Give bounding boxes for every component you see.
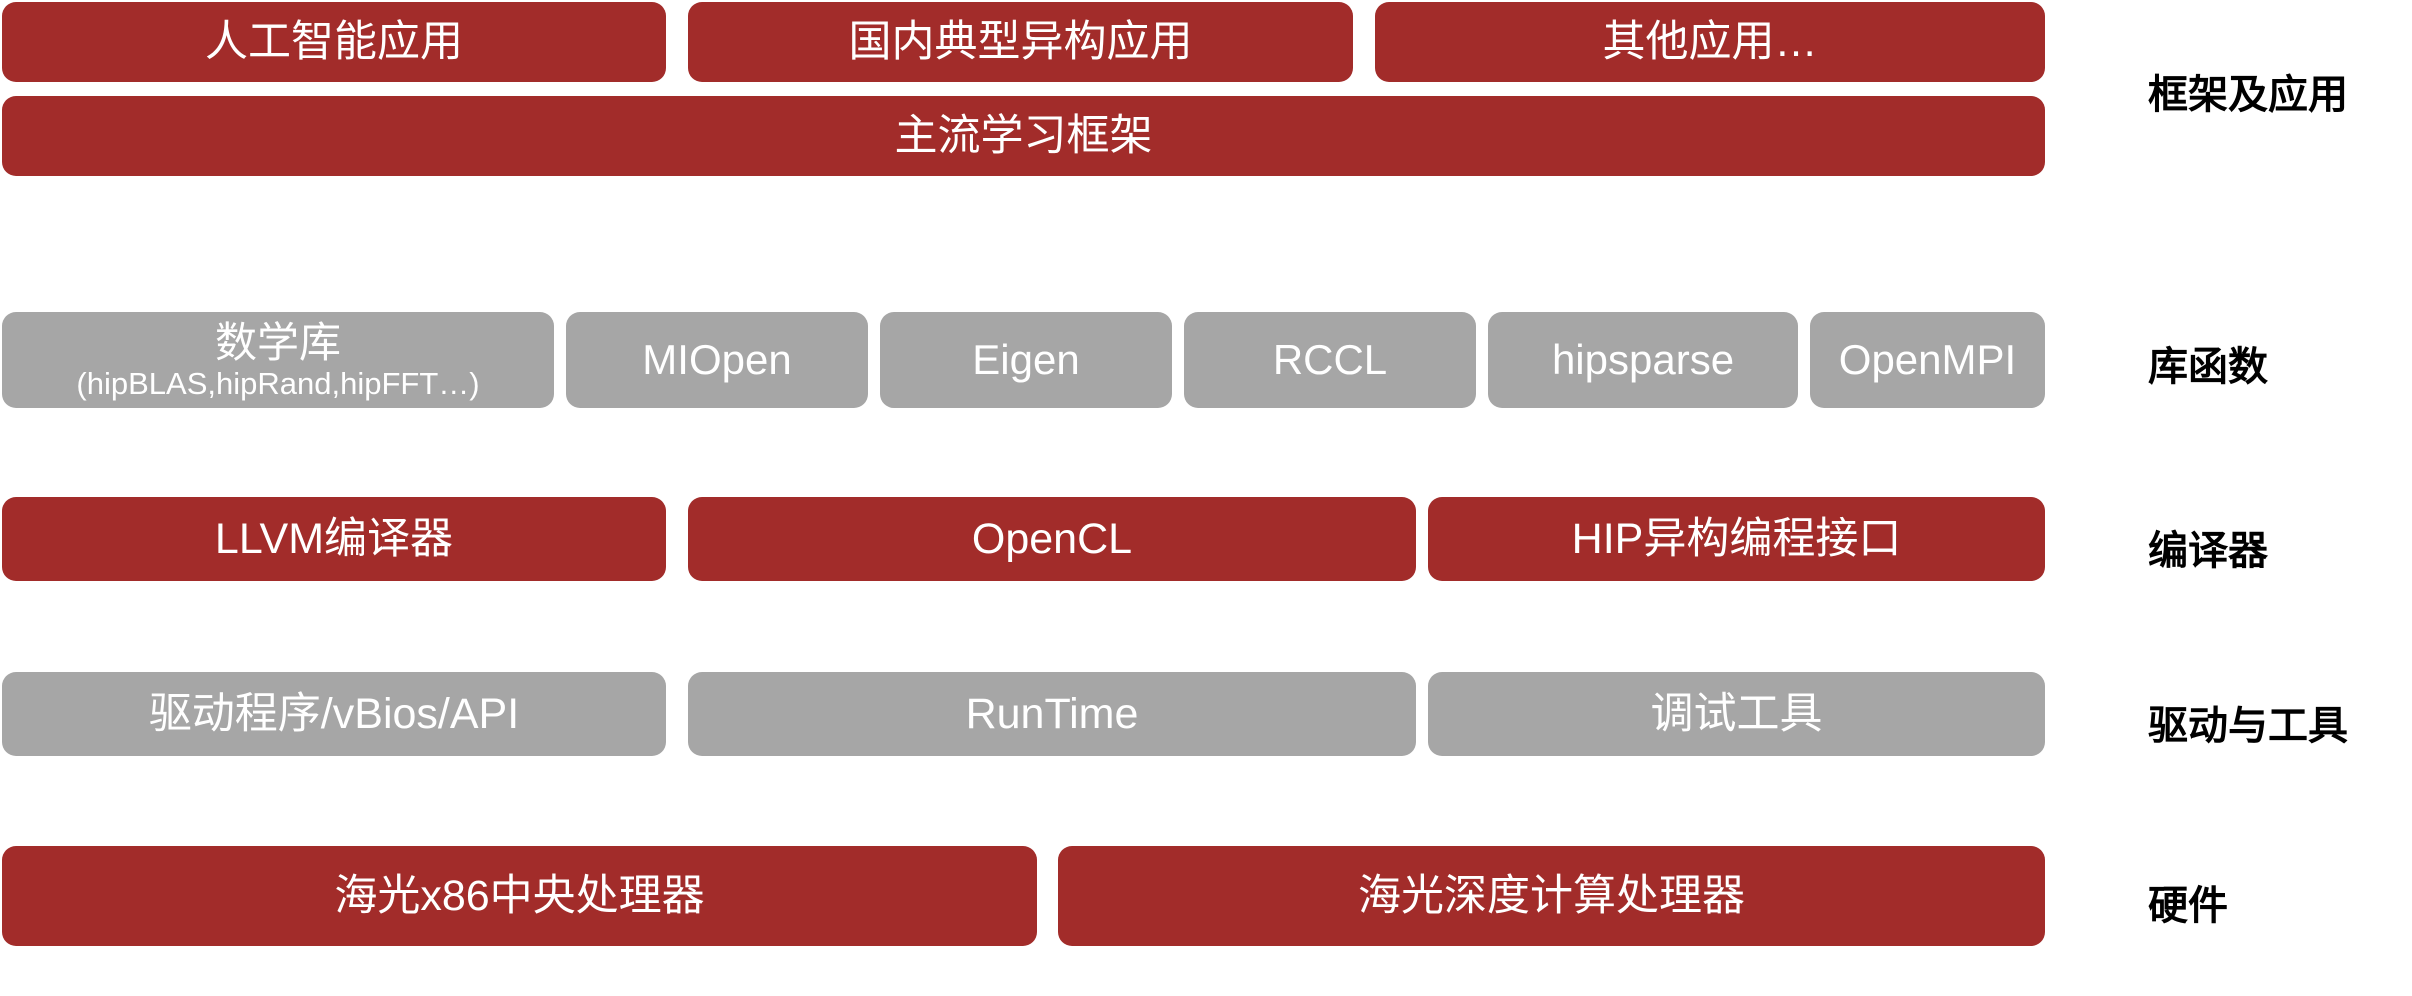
box-label: 海光深度计算处理器 — [1358, 871, 1745, 920]
box-other-applications[interactable]: 其他应用… — [1375, 2, 2045, 82]
box-rccl[interactable]: RCCL — [1184, 312, 1476, 408]
box-llvm-compiler[interactable]: LLVM编译器 — [2, 497, 666, 581]
box-label: RunTime — [965, 689, 1139, 738]
box-label: HIP异构编程接口 — [1571, 514, 1902, 563]
box-label: 数学库 — [214, 318, 341, 366]
box-label: 海光x86中央处理器 — [334, 871, 705, 920]
box-debug-tools[interactable]: 调试工具 — [1428, 672, 2045, 756]
box-label: OpenMPI — [1838, 336, 2017, 384]
box-hipsparse[interactable]: hipsparse — [1488, 312, 1798, 408]
box-opencl[interactable]: OpenCL — [688, 497, 1416, 581]
box-math-library[interactable]: 数学库 (hipBLAS,hipRand,hipFFT…) — [2, 312, 554, 408]
box-eigen[interactable]: Eigen — [880, 312, 1172, 408]
box-label: hipsparse — [1551, 336, 1735, 384]
side-label-framework-and-applications: 框架及应用 — [2148, 73, 2348, 117]
box-openmpi[interactable]: OpenMPI — [1810, 312, 2045, 408]
box-hygon-x86-cpu[interactable]: 海光x86中央处理器 — [2, 846, 1037, 946]
box-label: RCCL — [1272, 336, 1388, 384]
box-hygon-dcu[interactable]: 海光深度计算处理器 — [1058, 846, 2045, 946]
box-hip-programming-interface[interactable]: HIP异构编程接口 — [1428, 497, 2045, 581]
box-domestic-heterogeneous-application[interactable]: 国内典型异构应用 — [688, 2, 1353, 82]
box-driver-vbios-api[interactable]: 驱动程序/vBios/API — [2, 672, 666, 756]
box-label: 其他应用… — [1602, 17, 1818, 66]
box-label: 主流学习框架 — [894, 111, 1153, 160]
box-label: 人工智能应用 — [205, 17, 463, 66]
box-label: 调试工具 — [1650, 689, 1823, 738]
side-label-hardware: 硬件 — [2148, 884, 2228, 928]
side-label-driver-and-tools: 驱动与工具 — [2148, 704, 2348, 748]
box-runtime[interactable]: RunTime — [688, 672, 1416, 756]
box-ai-application[interactable]: 人工智能应用 — [2, 2, 666, 82]
box-label: Eigen — [972, 336, 1080, 384]
box-label: 国内典型异构应用 — [848, 17, 1193, 66]
side-label-libraries: 库函数 — [2148, 345, 2268, 389]
side-label-compiler: 编译器 — [2148, 529, 2268, 573]
box-miopen[interactable]: MIOpen — [566, 312, 868, 408]
box-label: 驱动程序/vBios/API — [148, 689, 520, 738]
box-label: LLVM编译器 — [214, 514, 454, 563]
box-sublabel: (hipBLAS,hipRand,hipFFT…) — [76, 365, 480, 401]
box-mainstream-learning-framework[interactable]: 主流学习框架 — [2, 96, 2045, 176]
box-label: OpenCL — [971, 514, 1133, 563]
box-label: MIOpen — [642, 336, 792, 384]
